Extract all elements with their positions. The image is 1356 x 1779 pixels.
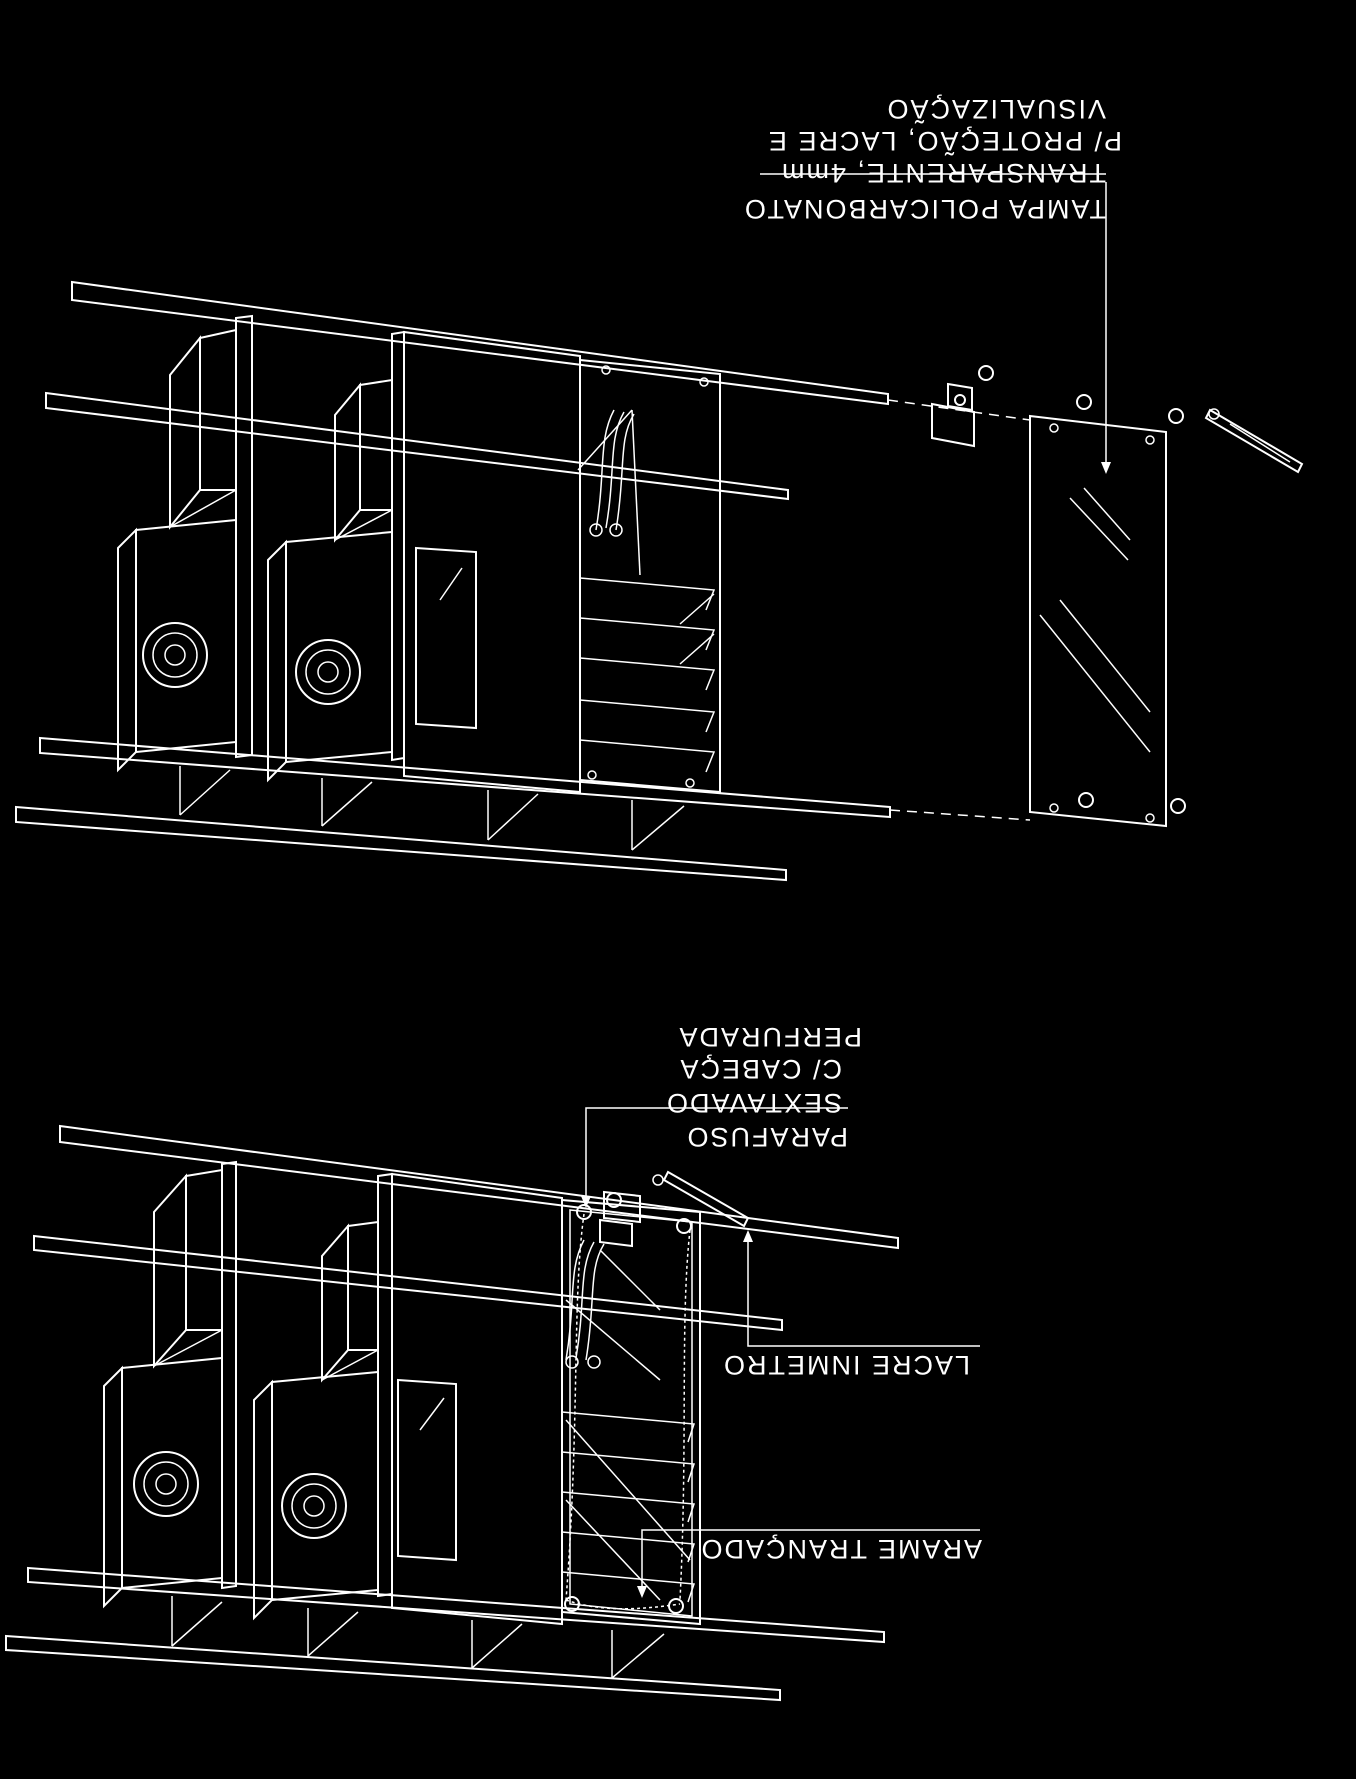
screw-leader-line <box>585 1107 848 1204</box>
bottom-rail-supports <box>171 1596 665 1679</box>
top-meter-block <box>403 330 581 794</box>
top-bracket-screw <box>931 365 994 448</box>
top-label-line-2: TRANSPARENTE, 4mm <box>780 158 1106 188</box>
top-din-rails <box>15 280 891 882</box>
screw-label-line-4: PERFURADA <box>677 1022 862 1052</box>
seal-icon <box>1204 408 1304 474</box>
screw-label: PARAFUSO SEXTAVADO C/ CABEÇA PERFURADA <box>665 1022 862 1152</box>
top-breaker-1 <box>117 328 237 773</box>
top-terminal-box <box>577 358 721 794</box>
bottom-separator-1 <box>221 1160 237 1590</box>
bottom-breaker-2 <box>253 1220 379 1621</box>
top-label-line-1: TAMPA POLICARBONATO <box>743 194 1106 224</box>
top-assembly-view: TAMPA POLICARBONATO TRANSPARENTE, 4mm P/… <box>15 94 1304 882</box>
seal-leader-line <box>747 1234 980 1347</box>
bottom-meter-block <box>391 1172 563 1626</box>
top-rail-supports <box>179 766 685 851</box>
polycarbonate-cover <box>1029 394 1186 828</box>
screw-label-line-1: PARAFUSO <box>685 1122 848 1152</box>
bottom-assembly-view: PARAFUSO SEXTAVADO C/ CABEÇA PERFURADA L… <box>5 1022 982 1702</box>
top-explode-lines <box>887 399 1031 821</box>
top-separator-2 <box>391 330 405 762</box>
bottom-terminal-box <box>561 1170 750 1626</box>
wire-label: ARAME TRANÇADO <box>699 1534 982 1564</box>
seal-label: LACRE INMETRO <box>722 1350 970 1380</box>
seal-label-text: LACRE INMETRO <box>722 1350 970 1380</box>
wire-leader-line <box>641 1529 980 1594</box>
bottom-separator-2 <box>377 1172 393 1598</box>
screw-label-line-2: SEXTAVADO <box>665 1088 842 1118</box>
top-cover-label: TAMPA POLICARBONATO TRANSPARENTE, 4mm P/… <box>743 94 1122 224</box>
wire-label-text: ARAME TRANÇADO <box>699 1534 982 1564</box>
bottom-breaker-1 <box>103 1168 223 1609</box>
screw-label-line-3: C/ CABEÇA <box>678 1054 842 1084</box>
top-label-line-3: P/ PROTEÇÃO, LACRE E <box>767 126 1122 157</box>
top-separator-1 <box>235 314 253 759</box>
bottom-din-rails <box>5 1124 899 1702</box>
top-breaker-2 <box>267 378 393 783</box>
top-label-line-4: VISUALIZAÇÃO <box>885 94 1106 125</box>
